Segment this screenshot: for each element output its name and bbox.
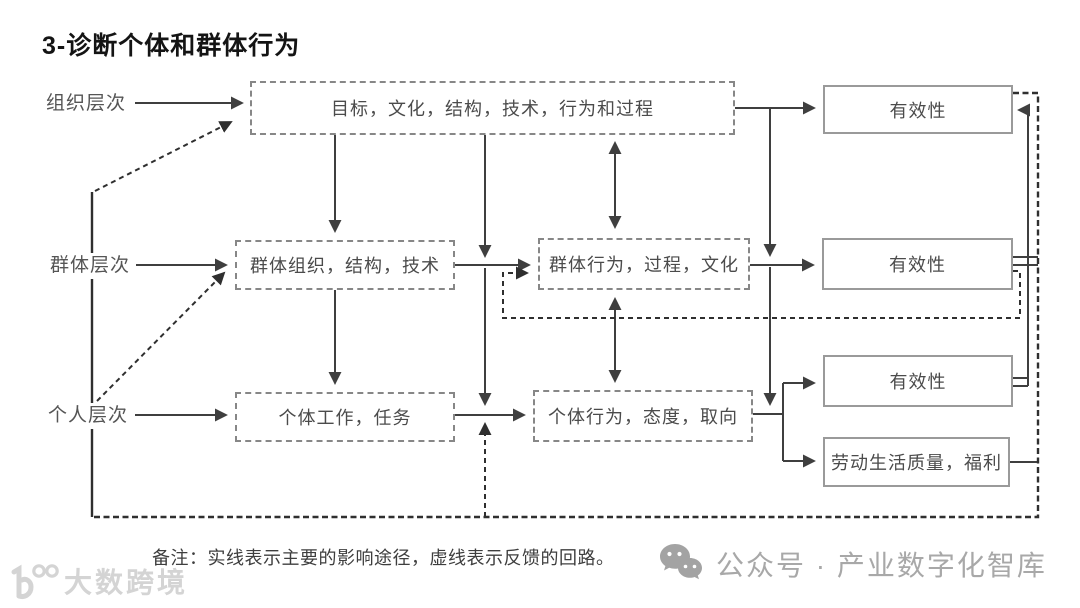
- dashu-logo-icon: [11, 564, 59, 599]
- box-effectiveness-group: 有效性: [822, 238, 1013, 290]
- level-label-individual: 个人层次: [48, 403, 134, 429]
- dashu-watermark: 大数跨境: [8, 560, 188, 602]
- dashu-logo-text: 大数跨境: [64, 567, 189, 598]
- box-individual-job: 个体工作，任务: [235, 392, 455, 442]
- box-individual-behavior: 个体行为，态度，取向: [533, 390, 753, 442]
- solid-influence-lines: [135, 96, 1038, 468]
- page-title: 3-诊断个体和群体行为: [42, 32, 301, 60]
- wechat-watermark: 公众号 · 产业数字化智库: [658, 542, 1047, 586]
- level-label-group: 群体层次: [50, 253, 136, 279]
- wechat-icon: [660, 544, 702, 580]
- wechat-account-text: 公众号 · 产业数字化智库: [716, 550, 1047, 581]
- level-label-organization: 组织层次: [46, 91, 132, 117]
- box-effectiveness-individual: 有效性: [823, 355, 1013, 407]
- legend-note: 备注：实线表示主要的影响途径，虚线表示反馈的回路。: [152, 548, 615, 568]
- box-org-factors: 目标，文化，结构，技术，行为和过程: [250, 81, 735, 135]
- box-effectiveness-org: 有效性: [823, 85, 1013, 134]
- box-group-behavior: 群体行为，过程，文化: [538, 238, 750, 290]
- box-group-design: 群体组织，结构，技术: [235, 240, 455, 290]
- feedback-lines: [90, 91, 1040, 519]
- box-quality-of-worklife: 劳动生活质量，福利: [823, 437, 1010, 487]
